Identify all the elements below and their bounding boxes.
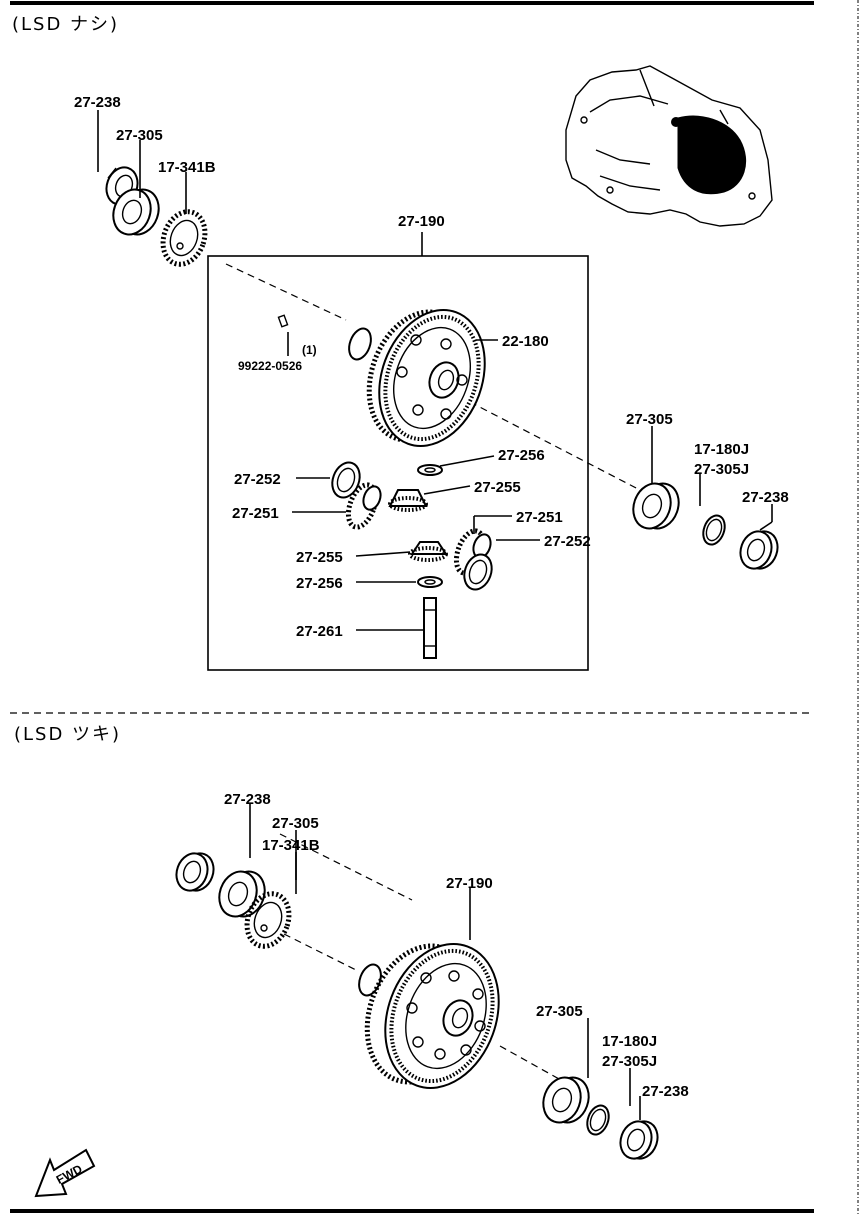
oil-seal-27-238-bottom-right xyxy=(619,1120,659,1160)
label-27-256-top-b: 27-256 xyxy=(296,575,343,592)
bearing-27-305-top-right xyxy=(632,482,680,530)
label-27-190-top: 27-190 xyxy=(398,213,445,230)
fwd-arrow-icon: FWD xyxy=(34,1148,96,1198)
pinion-gear-27-255-bottom xyxy=(408,541,448,562)
label-22-180-top: 22-180 xyxy=(502,333,549,350)
label-17-341b-bottom: 17-341B xyxy=(262,837,320,854)
transaxle-locator-image xyxy=(565,65,773,227)
bearing-27-305-bottom-left xyxy=(218,870,266,918)
label-27-256-top-a: 27-256 xyxy=(498,447,545,464)
label-27-255-top-b: 27-255 xyxy=(296,549,343,566)
speedometer-gear-17-341b-top xyxy=(160,209,208,267)
side-gear-27-251-left xyxy=(345,482,382,530)
pinion-shaft-27-261 xyxy=(423,597,437,659)
washer-27-252-right xyxy=(463,553,493,591)
washer-27-252-left xyxy=(331,461,361,499)
label-27-255-top-a: 27-255 xyxy=(474,479,521,496)
label-27-251-top-b: 27-251 xyxy=(516,509,563,526)
label-27-305j-top: 27-305J xyxy=(694,461,749,478)
shim-17-180j-top xyxy=(702,514,726,546)
label-27-238-top-b: 27-238 xyxy=(742,489,789,506)
label-qty: (1) xyxy=(302,343,317,357)
speedometer-gear-17-341b-bottom xyxy=(244,891,292,949)
section-title-bottom: (LSD ツキ) xyxy=(14,724,121,745)
label-27-305-bottom-b: 27-305 xyxy=(536,1003,583,1020)
pin-99222-0526 xyxy=(277,314,289,356)
label-27-238-bottom-a: 27-238 xyxy=(224,791,271,808)
label-27-305j-bottom: 27-305J xyxy=(602,1053,657,1070)
bearing-27-305-bottom-right xyxy=(542,1076,590,1124)
label-27-252-top-b: 27-252 xyxy=(544,533,591,550)
differential-gear-case-22-180-top xyxy=(348,309,486,447)
label-27-305-top-a: 27-305 xyxy=(116,127,163,144)
label-17-180j-bottom: 17-180J xyxy=(602,1033,657,1050)
shim-17-180j-bottom xyxy=(586,1104,610,1136)
label-27-252-top-a: 27-252 xyxy=(234,471,281,488)
thrust-washer-27-256-bottom xyxy=(417,576,443,588)
label-27-261: 27-261 xyxy=(296,623,343,640)
thrust-washer-27-256-top xyxy=(417,464,443,476)
differential-highlight xyxy=(677,115,747,195)
label-17-180j-top: 17-180J xyxy=(694,441,749,458)
pinion-gear-27-255-top xyxy=(388,489,428,512)
oil-seal-27-238-top-right xyxy=(739,530,779,570)
label-27-305-bottom-a: 27-305 xyxy=(272,815,319,832)
section-title-top: (LSD ナシ) xyxy=(12,14,119,35)
label-27-238-bottom-b: 27-238 xyxy=(642,1083,689,1100)
label-27-238-top-a: 27-238 xyxy=(74,94,121,111)
oil-seal-27-238-bottom-left xyxy=(175,852,215,892)
bearing-27-305-top-left xyxy=(112,188,160,236)
label-17-341b-top: 17-341B xyxy=(158,159,216,176)
label-27-251-top-a: 27-251 xyxy=(232,505,279,522)
label-27-190-bottom: 27-190 xyxy=(446,875,493,892)
differential-assembly-27-190-bottom xyxy=(358,943,500,1089)
label-27-305-top-b: 27-305 xyxy=(626,411,673,428)
label-99222-0526: 99222-0526 xyxy=(238,359,302,373)
